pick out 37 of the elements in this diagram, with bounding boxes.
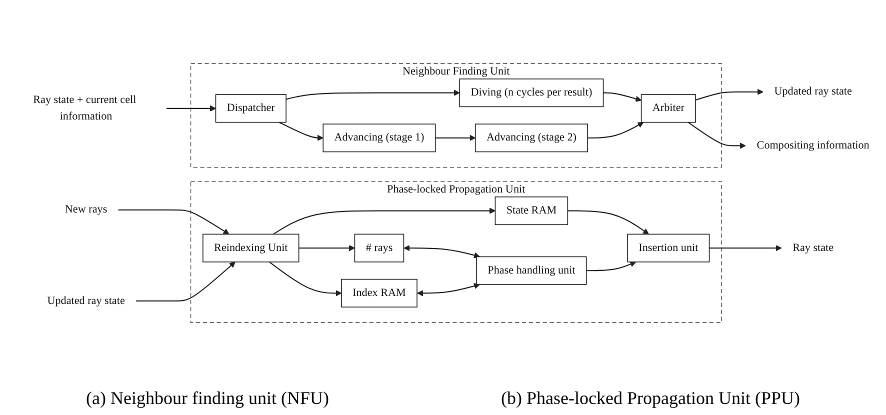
arrow <box>435 134 476 141</box>
node-text: New rays <box>64 204 108 216</box>
node-text: Ray state + current cell information <box>33 94 136 122</box>
arrow <box>166 105 216 112</box>
arrow <box>298 245 355 252</box>
node-box: Reindexing Unit <box>202 234 300 262</box>
arrow <box>278 122 324 141</box>
node-box: # rays <box>354 234 404 262</box>
node-box: Advancing (stage 2) <box>474 124 588 152</box>
node-text: Updated ray state <box>47 294 125 307</box>
node-text: Updated ray state <box>774 86 852 98</box>
panel-caption: (b) Phase-locked Propagation Unit (PPU) <box>501 388 800 409</box>
node-text: Compositing information <box>756 139 870 152</box>
node-box: Index RAM <box>341 278 418 308</box>
node-box: Dispatcher <box>215 94 286 123</box>
node-box: Phase handling unit <box>476 256 587 285</box>
arrow <box>404 245 480 258</box>
arrow <box>568 210 649 234</box>
arrow <box>709 245 782 252</box>
arrow <box>417 282 480 296</box>
arrow <box>272 208 496 235</box>
node-text: Ray state <box>792 242 834 254</box>
arrow <box>136 262 236 302</box>
panel-caption: (a) Neighbour finding unit (NFU) <box>86 388 329 409</box>
arrow <box>695 88 764 101</box>
arrow <box>588 122 644 138</box>
node-box: State RAM <box>494 196 568 226</box>
arrow <box>586 261 636 272</box>
arrow <box>286 90 460 100</box>
node-box: Arbiter <box>640 94 696 123</box>
arrow <box>118 209 230 234</box>
node-box: Advancing (stage 1) <box>322 124 436 152</box>
arrow <box>269 262 342 296</box>
arrow <box>603 92 642 102</box>
node-box: Diving (n cycles per result) <box>459 78 604 108</box>
arrow <box>688 122 746 149</box>
node-box: Insertion unit <box>627 234 710 262</box>
